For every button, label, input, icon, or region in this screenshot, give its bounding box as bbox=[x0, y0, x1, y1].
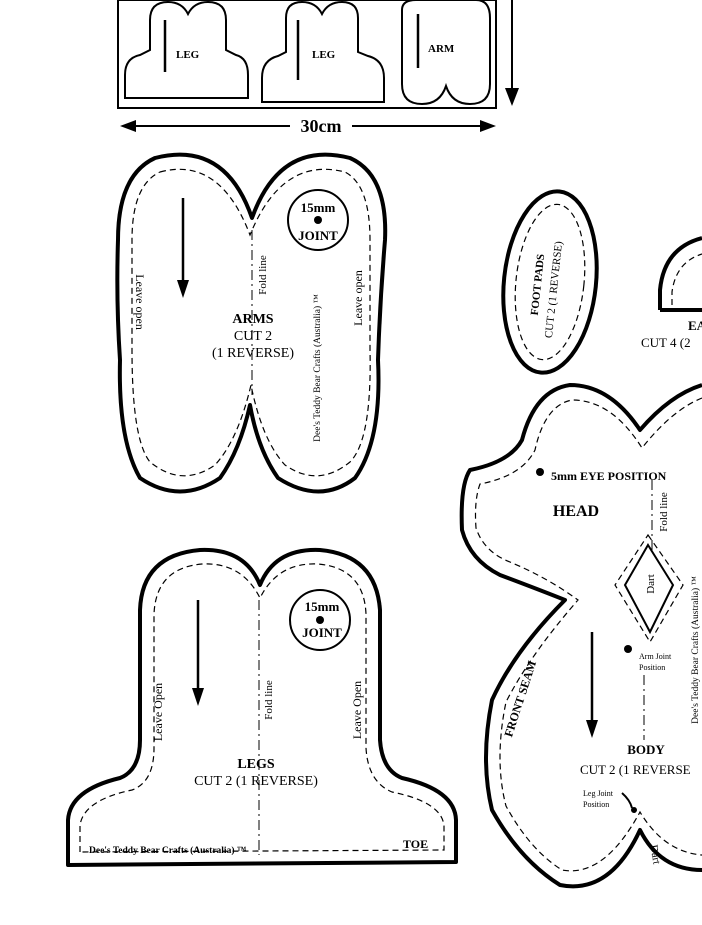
leg-joint-dot bbox=[631, 807, 637, 813]
legs-cutting-line bbox=[66, 547, 458, 867]
legs-title: LEGS bbox=[237, 757, 275, 772]
eye-position-label: 5mm EYE POSITION bbox=[551, 469, 667, 483]
foot-pads-pattern-piece: FOOT PADS CUT 2 (1 REVERSE) bbox=[501, 189, 599, 375]
body-dart-label: Dart bbox=[647, 844, 662, 865]
eye-position-dot bbox=[536, 468, 544, 476]
arms-reverse: (1 REVERSE) bbox=[212, 346, 294, 361]
foot-pads-title: FOOT PADS bbox=[529, 253, 547, 316]
foot-pad-seam-line bbox=[514, 203, 586, 361]
mini-leg-2 bbox=[261, 0, 385, 103]
mini-leg-1 bbox=[124, 0, 249, 99]
legs-pattern-piece: 15mm JOINT Fold line Leave Open Leave Op… bbox=[66, 547, 458, 867]
leg-joint-position: Position bbox=[583, 800, 609, 809]
width-label: 30cm bbox=[301, 116, 342, 136]
arms-leave-open-left: Leave open bbox=[133, 274, 147, 330]
arm-joint-position: Position bbox=[639, 663, 665, 672]
arms-pattern-piece: 15mm JOINT Fold line Leave open Leave op… bbox=[115, 152, 388, 494]
mini-arm bbox=[401, 0, 491, 106]
legs-joint-circle bbox=[289, 589, 351, 651]
mini-leg-1-label: LEG bbox=[176, 49, 200, 61]
arms-joint-label: JOINT bbox=[298, 228, 338, 243]
leg-joint-pointer bbox=[621, 792, 633, 809]
legs-seam-line bbox=[79, 563, 445, 853]
ear-cutting-line bbox=[658, 236, 702, 310]
head-title: HEAD bbox=[553, 503, 599, 520]
arms-cut: CUT 2 bbox=[234, 329, 272, 344]
legs-credit: Dee's Teddy Bear Crafts (Australia) ™ bbox=[89, 845, 247, 856]
legs-grain-arrowhead bbox=[192, 688, 204, 706]
width-arrowhead-left bbox=[120, 120, 136, 132]
ear-cut: CUT 4 (2 bbox=[641, 335, 691, 350]
head-body-cutting-line bbox=[459, 383, 702, 889]
mini-leg-2-label: LEG bbox=[312, 49, 336, 61]
head-body-credit: Dee's Teddy Bear Crafts (Australia) ™ bbox=[690, 576, 701, 724]
legs-joint-size: 15mm bbox=[305, 599, 340, 614]
ear-title: EA bbox=[688, 318, 702, 333]
arms-grain-arrowhead bbox=[177, 280, 189, 298]
dart-outline bbox=[623, 543, 675, 635]
arms-joint-circle bbox=[287, 189, 349, 251]
scale-figure: LEG LEG ARM 30cm bbox=[117, 0, 519, 136]
arm-joint-label: Arm Joint bbox=[639, 652, 672, 661]
legs-leave-open-left: Leave Open bbox=[151, 683, 165, 741]
mini-arm-label: ARM bbox=[428, 43, 455, 55]
arms-joint-size: 15mm bbox=[301, 200, 336, 215]
foot-pad-cutting-line bbox=[501, 189, 599, 375]
legs-toe: TOE bbox=[403, 837, 428, 851]
dart-seam bbox=[614, 533, 684, 644]
leg-joint-label: Leg Joint bbox=[583, 789, 614, 798]
scale-frame bbox=[117, 0, 497, 109]
legs-cut: CUT 2 (1 REVERSE) bbox=[194, 774, 318, 789]
head-body-seam-line bbox=[474, 397, 702, 872]
body-cut: CUT 2 (1 REVERSE bbox=[580, 762, 691, 777]
legs-joint-label: JOINT bbox=[302, 625, 342, 640]
height-dimension-arrowhead bbox=[505, 88, 519, 106]
head-fold-line-label: Fold line bbox=[658, 492, 670, 532]
ear-pattern-piece: EA CUT 4 (2 bbox=[641, 236, 702, 350]
legs-leave-open-right: Leave Open bbox=[350, 681, 364, 739]
dart-label: Dart bbox=[645, 574, 657, 594]
body-grain-arrowhead bbox=[586, 720, 598, 738]
arm-joint-dot bbox=[624, 645, 632, 653]
arms-cutting-line bbox=[115, 152, 388, 494]
head-body-pattern-piece: 5mm EYE POSITION HEAD Fold line Dart Arm… bbox=[459, 383, 702, 889]
arms-joint-dot bbox=[314, 216, 322, 224]
legs-joint-dot bbox=[316, 616, 324, 624]
width-arrowhead-right bbox=[480, 120, 496, 132]
legs-fold-line-label: Fold line bbox=[263, 680, 275, 720]
body-title: BODY bbox=[627, 742, 665, 757]
arms-title: ARMS bbox=[232, 312, 273, 327]
arms-fold-line-label: Fold line bbox=[257, 255, 269, 295]
arms-leave-open-right: Leave open bbox=[351, 270, 365, 326]
ear-seam-line bbox=[671, 253, 702, 305]
arms-credit: Dee's Teddy Bear Crafts (Australia) ™ bbox=[312, 294, 323, 442]
